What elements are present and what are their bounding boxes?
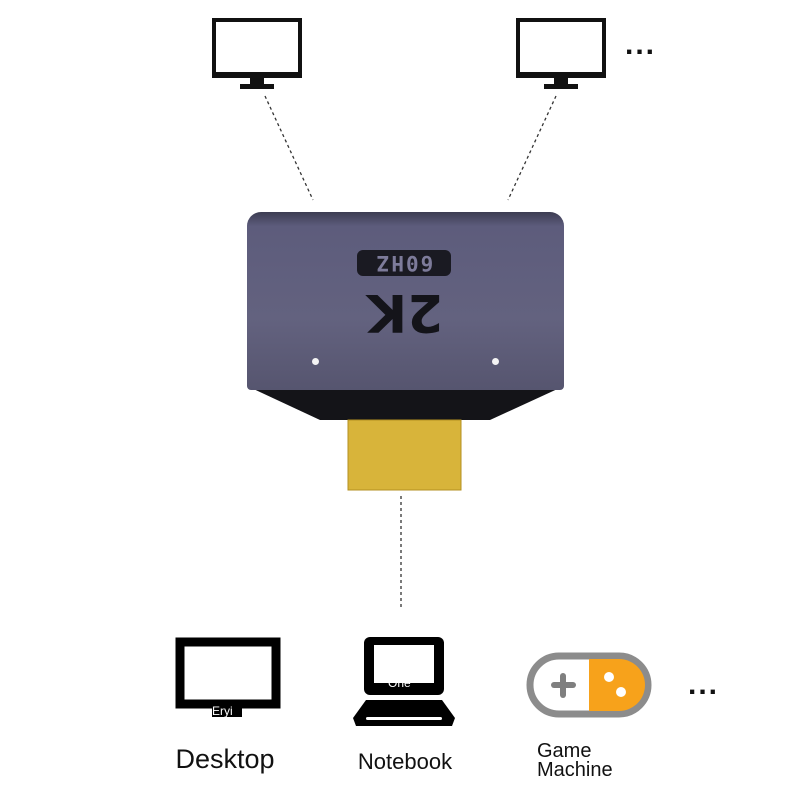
monitor-icon bbox=[516, 18, 606, 89]
desktop-icon bbox=[175, 637, 281, 717]
hdmi-connector bbox=[348, 420, 461, 490]
monitor-icon bbox=[212, 18, 302, 89]
refresh-rate-badge: 60HZ bbox=[357, 250, 451, 276]
watermark-text: One bbox=[388, 676, 411, 690]
more-sources-indicator: ... bbox=[688, 668, 720, 701]
connection-line bbox=[507, 95, 557, 201]
laptop-icon bbox=[353, 637, 455, 726]
source-label-desktop: Desktop bbox=[175, 744, 275, 774]
indicator-led bbox=[312, 358, 319, 365]
indicator-led bbox=[492, 358, 499, 365]
game-controller-icon bbox=[526, 652, 652, 718]
resolution-label: 2K bbox=[366, 282, 444, 342]
source-label-game-machine: Game Machine bbox=[537, 740, 613, 781]
adapter-body: 60HZ 2K bbox=[247, 212, 564, 390]
adapter-base bbox=[247, 386, 564, 420]
watermark-text: Eryi bbox=[212, 704, 233, 718]
more-outputs-indicator: ... bbox=[625, 28, 657, 61]
source-label-notebook: Notebook bbox=[357, 749, 453, 774]
connection-line bbox=[264, 95, 314, 201]
